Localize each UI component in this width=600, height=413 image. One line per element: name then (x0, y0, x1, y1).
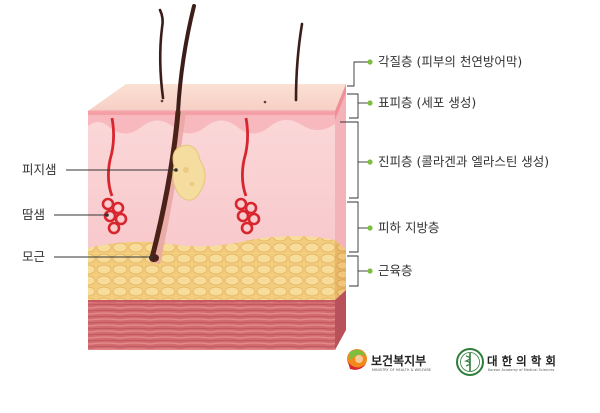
skin-surface (88, 84, 346, 111)
ministry-logo (347, 349, 367, 370)
label-muscle: 근육층 (378, 263, 413, 278)
label-dermis: 진피층 (콜라겐과 엘라스틴 생성) (378, 154, 550, 169)
sebaceous-gland (172, 144, 206, 201)
hair-strand (176, 4, 196, 114)
academy-name: 대 한 의 학 회 (487, 354, 556, 368)
side-face (335, 84, 346, 350)
right-brackets (340, 61, 368, 287)
muscle-layer (88, 300, 335, 350)
label-hair-root: 모근 (22, 249, 46, 264)
pore-dot (263, 100, 267, 104)
pore-dot (160, 99, 164, 103)
fat-layer (88, 236, 335, 300)
front-face (88, 111, 335, 350)
label-epidermis: 표피층 (세포 생성) (378, 95, 477, 110)
dermis-layer (88, 118, 335, 248)
epidermis-layer (88, 113, 335, 134)
label-subcutaneous-fat: 피하 지방층 (378, 220, 440, 235)
hair-strand (158, 8, 165, 100)
leader-dots (367, 59, 373, 274)
sweat-gland-left (101, 117, 128, 235)
label-sweat-gland: 땀샘 (22, 207, 46, 222)
left-leaders (54, 169, 176, 258)
sweat-gland-right (234, 117, 261, 235)
ministry-subtitle: MINISTRY OF HEALTH & WELFARE (372, 368, 432, 372)
label-sebaceous-gland: 피지샘 (22, 162, 57, 177)
hair-strand (294, 22, 304, 102)
stratum-corneum (88, 111, 335, 115)
ministry-name: 보건복지부 (371, 354, 427, 368)
academy-subtitle: Korean Academy of Medical Sciences (488, 368, 555, 372)
academy-logo (456, 348, 484, 376)
label-stratum-corneum: 각질층 (피부의 천연방어막) (378, 54, 523, 69)
hair-root (149, 109, 181, 261)
